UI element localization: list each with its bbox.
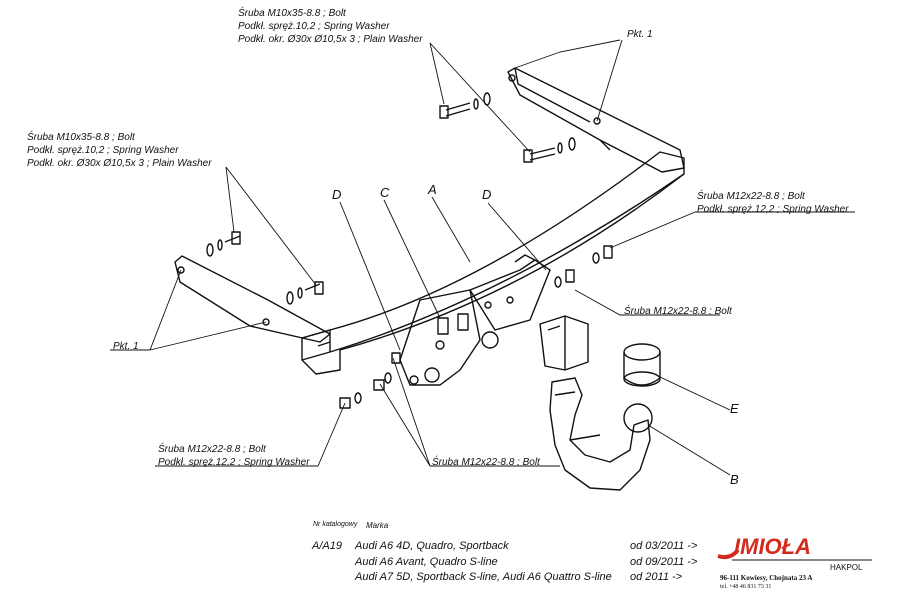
letter-a: A [427,182,437,197]
bolt-set-left [206,231,324,305]
logo-wordmark: IMIOŁA [734,534,811,559]
label-bolt-bottom-left-2: Podkł. spręż.12,2 ; Spring Washer [158,457,310,468]
label-bolt-left-1: Śruba M10x35-8.8 ; Bolt [27,130,136,143]
letter-d-left: D [332,187,341,202]
main-cross-beam [301,151,685,375]
label-bolt-right-lower: Śruba M12x22-8.8 ; Bolt [624,304,733,317]
company-phone: tel. +48 46 831 73 31 [720,584,772,590]
label-pkt-top: Pkt. 1 [627,29,653,40]
socket-bracket [539,315,589,371]
left-side-bracket [174,255,331,343]
right-side-bracket [507,67,685,173]
label-bolt-bottom-left-1: Śruba M12x22-8.8 ; Bolt [158,442,267,455]
detachable-ball-neck [549,377,653,491]
company-address: 96-111 Kowiesy, Chojnata 23 A [720,574,813,582]
label-bolt-left-2: Podkł. spręż.10,2 ; Spring Washer [27,145,179,156]
bolt-set-bottom [339,352,401,409]
mounting-plate [399,289,481,386]
ball-cover [623,343,661,387]
side-bracket-d [469,259,551,331]
bolt-set-top [439,92,576,163]
label-bolt-top-2: Podkł. spręż.10,2 ; Spring Washer [238,21,390,32]
leader-lines [110,39,855,476]
letter-c: C [380,185,390,200]
letter-e: E [730,401,739,416]
label-pkt-left: Pkt. 1 [113,341,139,352]
letter-d-right: D [482,187,491,202]
logo-subtitle: HAKPOL [830,563,863,572]
label-bolt-right-2: Podkł. spręż.12,2 ; Spring Washer [697,204,849,215]
imiola-logo: IMIOŁA HAKPOL [712,530,892,585]
label-bolt-top-3: Podkł. okr. Ø30x Ø10,5x 3 ; Plain Washer [238,34,423,45]
letter-b: B [730,472,739,487]
label-bolt-top-1: Śruba M10x35-8.8 ; Bolt [238,6,347,19]
label-bolt-right-1: Śruba M12x22-8.8 ; Bolt [697,189,806,202]
bolt-set-right [554,245,613,288]
logo-swoosh [717,548,740,560]
label-bolt-left-3: Podkł. okr. Ø30x Ø10,5x 3 ; Plain Washer [27,158,212,169]
label-bolt-bottom-mid: Śruba M12x22-8.8 ; Bolt [432,455,541,468]
